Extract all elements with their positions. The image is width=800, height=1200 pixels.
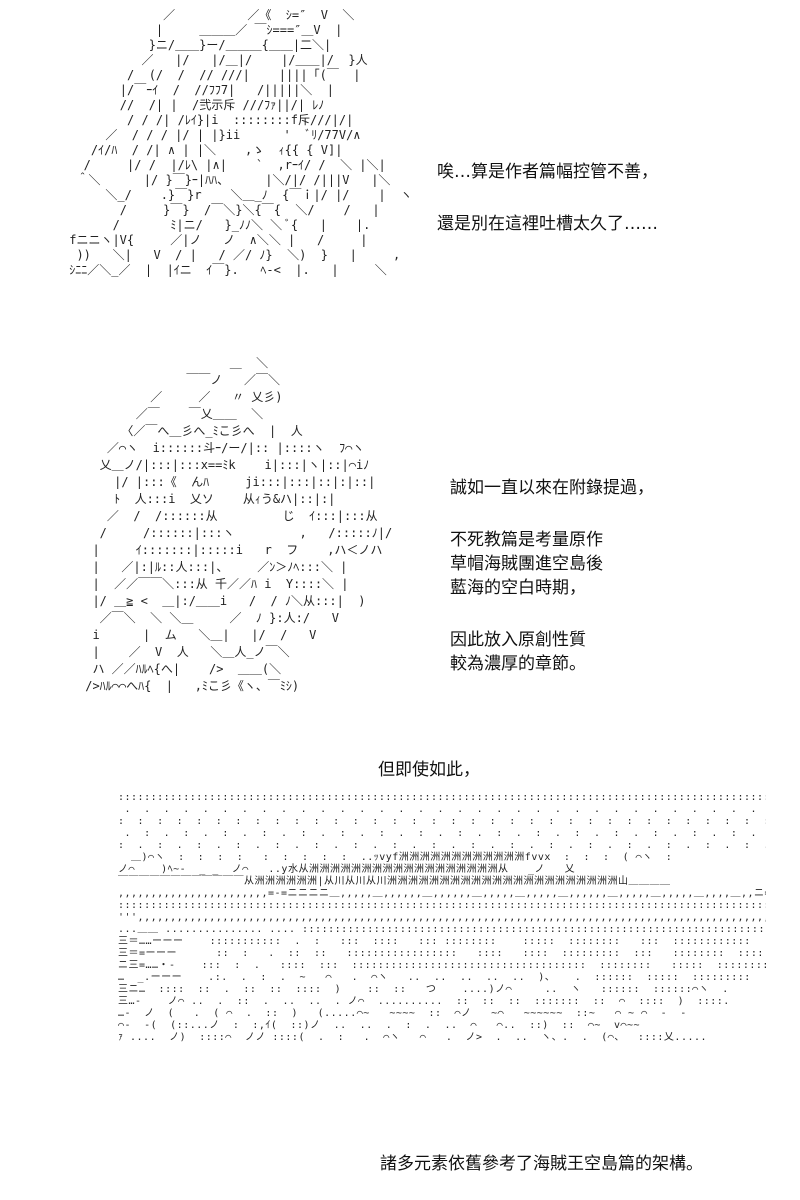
commentary-line: 不死教篇是考量原作 xyxy=(450,530,603,550)
caption-top: 但即使如此， xyxy=(378,758,480,782)
caption-bottom: 諸多元素依舊參考了海賊王空島篇的架構。 xyxy=(380,1152,703,1176)
commentary-line: 草帽海賊團進空島後 xyxy=(450,554,603,574)
caption-bottom-text: 諸多元素依舊參考了海賊王空島篇的架構。 xyxy=(380,1154,703,1174)
commentary-line: 藍海的空白時期， xyxy=(450,578,586,598)
commentary-block-2: 誠如一直以來在附錄提過， 不死教篇是考量原作 草帽海賊團進空島後 藍海的空白時期… xyxy=(450,476,654,676)
commentary-line: 還是別在這裡吐槽太久了…… xyxy=(437,214,658,234)
commentary-block-1: 唉…算是作者篇幅控管不善， 還是別在這裡吐槽太久了…… xyxy=(437,160,658,236)
ascii-art-character-2: ＿ ＼ ￣￣ノ ／￣＼ ／ ／ 〃 乂彡) ／￣ ￣乂＿＿ ＼ 〈／￣へ＿彡へ_… xyxy=(85,356,393,693)
ascii-art-sky-island: ::::::::::::::::::::::::::::::::::::::::… xyxy=(118,792,766,1043)
commentary-line: 因此放入原創性質 xyxy=(450,630,586,650)
commentary-line: 唉…算是作者篇幅控管不善， xyxy=(437,162,658,182)
ascii-art-character-1: ／ ／《 ｼ=″ V ＼ | ＿＿＿／ ￣ｼ===″＿V | }ニ/＿＿}ー/＿… xyxy=(69,8,413,277)
commentary-line: 誠如一直以來在附錄提過， xyxy=(450,478,654,498)
caption-top-text: 但即使如此， xyxy=(378,760,480,780)
commentary-line: 較為濃厚的章節。 xyxy=(450,654,586,674)
